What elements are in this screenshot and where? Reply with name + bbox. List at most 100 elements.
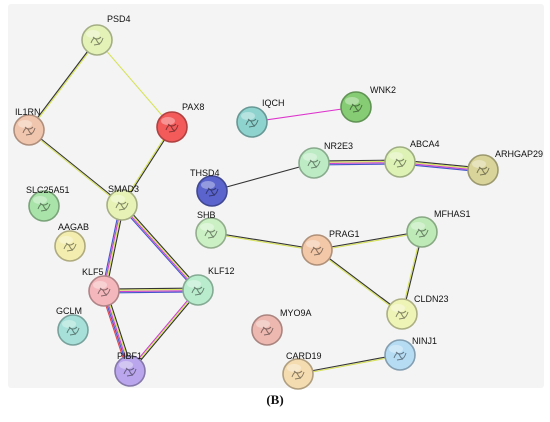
node-label: THSD4 — [190, 168, 220, 178]
node-highlight — [389, 152, 403, 160]
node-label: KLF5 — [82, 267, 104, 277]
node-arhgap29[interactable]: ARHGAP29 — [467, 149, 543, 186]
node-psd4[interactable]: PSD4 — [81, 14, 131, 56]
node-highlight — [391, 304, 405, 312]
node-mfhas1[interactable]: MFHAS1 — [406, 209, 471, 248]
node-label: PAX8 — [182, 102, 204, 112]
node-label: PRAG1 — [329, 229, 360, 239]
node-prag1[interactable]: PRAG1 — [301, 229, 360, 266]
edge-strand — [121, 205, 198, 291]
protein-structure-icon — [90, 36, 104, 46]
node-label: PIBF1 — [117, 351, 142, 361]
node-highlight — [306, 240, 320, 248]
edge-strand — [122, 204, 199, 290]
node-klf5[interactable]: KLF5 — [82, 267, 120, 307]
edge-strand — [317, 249, 403, 314]
node-label: IQCH — [262, 98, 285, 108]
node-wnk2[interactable]: WNK2 — [340, 85, 396, 123]
protein-structure-icon — [97, 287, 111, 297]
node-highlight — [119, 361, 133, 369]
node-label: PSD4 — [107, 14, 131, 24]
edge-strand — [96, 39, 173, 128]
node-klf12[interactable]: KLF12 — [182, 266, 235, 306]
protein-structure-icon — [205, 187, 219, 197]
node-label: ABCA4 — [410, 139, 440, 149]
edge-strand — [129, 289, 199, 372]
node-ninj1[interactable]: NINJ1 — [384, 336, 437, 371]
node-highlight — [345, 97, 359, 105]
edge-strand — [28, 39, 97, 130]
node-highlight — [93, 281, 107, 289]
protein-structure-icon — [260, 326, 274, 336]
node-label: GCLM — [56, 306, 82, 316]
node-iqch[interactable]: IQCH — [236, 98, 285, 138]
node-highlight — [411, 222, 425, 230]
protein-structure-icon — [115, 201, 129, 211]
node-highlight — [303, 153, 317, 161]
edge-il1rn-smad3 — [28, 129, 123, 206]
edge-strand — [211, 162, 315, 192]
edge-psd4-il1rn — [28, 39, 98, 131]
edge-klf12-pibf1 — [128, 288, 200, 373]
protein-structure-icon — [123, 367, 137, 377]
node-highlight — [256, 320, 270, 328]
node-abca4[interactable]: ABCA4 — [384, 139, 440, 178]
node-highlight — [201, 181, 215, 189]
edge-strand — [210, 233, 317, 252]
edge-smad3-klf12 — [120, 203, 200, 292]
node-label: WNK2 — [370, 85, 396, 95]
node-label: MYO9A — [280, 308, 312, 318]
edge-psd4-pax8 — [96, 39, 173, 128]
node-label: MFHAS1 — [434, 209, 471, 219]
node-highlight — [59, 236, 73, 244]
node-slc25a51[interactable]: SLC25A51 — [26, 185, 70, 222]
node-highlight — [33, 196, 47, 204]
protein-structure-icon — [245, 118, 259, 128]
node-highlight — [200, 223, 214, 231]
node-label: SMAD3 — [108, 184, 139, 194]
node-pax8[interactable]: PAX8 — [156, 102, 204, 143]
edge-strand — [211, 231, 318, 250]
node-aagab[interactable]: AAGAB — [54, 222, 89, 262]
edge-strand — [130, 290, 200, 373]
node-cldn23[interactable]: CLDN23 — [386, 294, 449, 330]
node-nr2e3[interactable]: NR2E3 — [298, 141, 353, 179]
node-pibf1[interactable]: PIBF1 — [114, 351, 146, 387]
node-highlight — [187, 280, 201, 288]
node-label: IL1RN — [15, 107, 41, 117]
edge-prag1-mfhas1 — [316, 230, 423, 252]
node-label: SHB — [197, 210, 216, 220]
node-highlight — [18, 120, 32, 128]
node-shb[interactable]: SHB — [195, 210, 227, 249]
node-label: ARHGAP29 — [495, 149, 543, 159]
edge-strand — [29, 129, 123, 205]
protein-structure-icon — [393, 158, 407, 168]
node-card19[interactable]: CARD19 — [282, 351, 322, 390]
protein-structure-icon — [476, 166, 490, 176]
edge-strand — [29, 40, 98, 131]
node-label: CARD19 — [286, 351, 322, 361]
edge-strand — [317, 232, 423, 252]
node-myo9a[interactable]: MYO9A — [251, 308, 312, 346]
node-smad3[interactable]: SMAD3 — [106, 184, 139, 221]
edge-iqch-wnk2 — [251, 106, 357, 123]
edge-card19-ninj1 — [297, 353, 401, 376]
protein-structure-icon — [204, 229, 218, 239]
protein-structure-icon — [63, 242, 77, 252]
node-label: SLC25A51 — [26, 185, 70, 195]
node-thsd4[interactable]: THSD4 — [190, 168, 228, 207]
protein-structure-icon — [307, 159, 321, 169]
edge-shb-prag1 — [210, 231, 318, 252]
node-il1rn[interactable]: IL1RN — [13, 107, 45, 146]
node-label: AAGAB — [58, 222, 89, 232]
node-gclm[interactable]: GCLM — [56, 306, 89, 346]
protein-structure-icon — [349, 103, 363, 113]
edge-strand — [128, 288, 198, 371]
edge-strand — [298, 355, 401, 376]
protein-structure-icon — [395, 310, 409, 320]
protein-structure-icon — [191, 286, 205, 296]
node-highlight — [472, 160, 486, 168]
edge-thsd4-nr2e3 — [211, 162, 315, 192]
protein-structure-icon — [393, 351, 407, 361]
